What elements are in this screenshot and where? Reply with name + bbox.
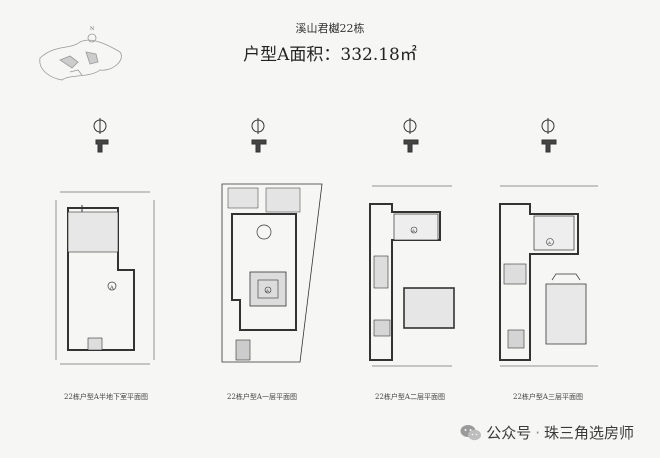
plan-ground-floor: A (221, 183, 323, 363)
wechat-footer: 公众号 · 珠三角选房师 (460, 422, 634, 443)
compass-icon-4 (541, 118, 557, 153)
account-name: 珠三角选房师 (543, 424, 634, 442)
separator: · (535, 423, 540, 442)
plan-basement: A (55, 191, 155, 365)
caption-basement: 22栋户型A半地下室平面图 (64, 393, 148, 401)
account-prefix: 公众号 (486, 424, 532, 442)
plan-third-floor: A (499, 185, 598, 367)
plan-second-floor: A (369, 185, 455, 367)
wechat-icon (460, 424, 482, 440)
compass-icon-1 (93, 118, 109, 153)
plan-third-room-mark: A (547, 240, 551, 245)
plan-second-room-mark: A (411, 228, 415, 233)
compass-icon-2 (251, 118, 267, 153)
site-map-sketch: N (39, 26, 122, 81)
compass-icon-3 (403, 118, 419, 153)
site-north-label: N (90, 26, 95, 32)
caption-second-floor: 22栋户型A二层平面图 (375, 393, 445, 401)
area-label: 户型A面积：332.18㎡ (243, 45, 417, 65)
document-title: 溪山君樾22栋 (295, 22, 365, 35)
caption-third-floor: 22栋户型A三层平面图 (513, 393, 583, 401)
caption-ground-floor: 22栋户型A一层平面图 (227, 393, 297, 401)
plan-ground-room-mark: A (265, 288, 269, 293)
plan-basement-room-mark: A (109, 285, 114, 291)
